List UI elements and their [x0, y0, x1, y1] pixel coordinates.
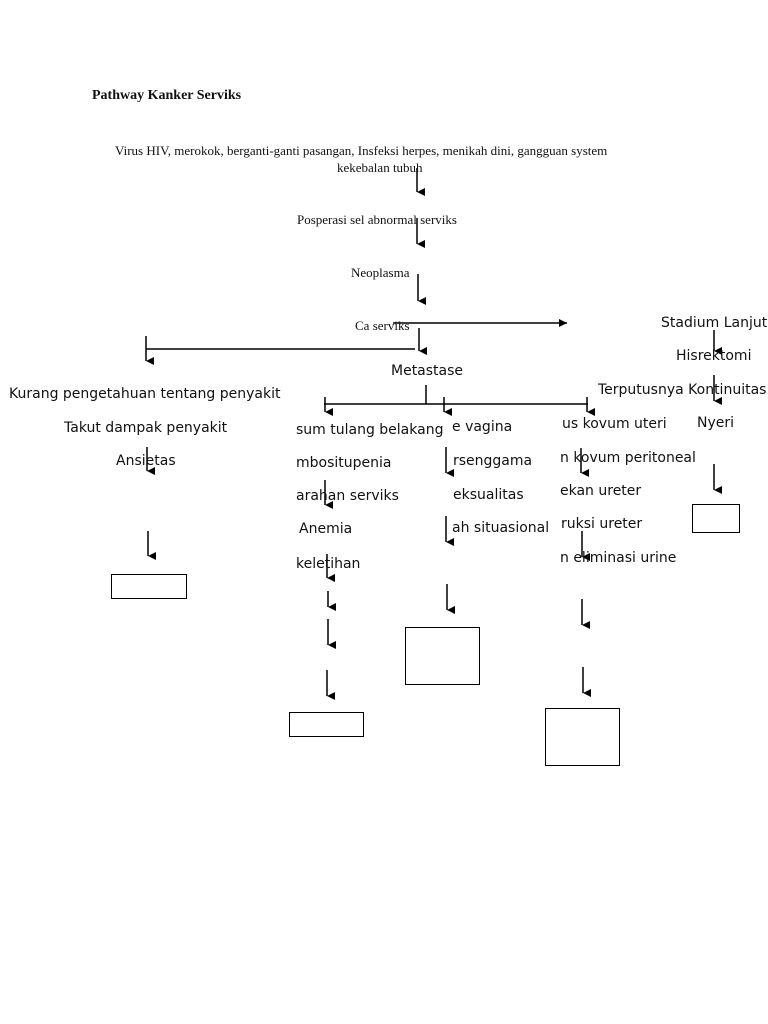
diagnosis-box-ansietas: [111, 574, 187, 599]
node-takut-dampak: Takut dampak penyakit: [64, 420, 228, 436]
node-metastase: Metastase: [391, 363, 464, 379]
node-ca-serviks: Ca serviks: [355, 318, 410, 333]
causes-line-2: kekebalan tubuh: [337, 160, 423, 175]
pathway-title: Pathway Kanker Serviks: [92, 88, 242, 103]
node-nyeri: Nyeri: [697, 415, 735, 431]
node-col1-5: keletihan: [296, 556, 361, 572]
node-col3-2: n kovum peritoneal: [560, 450, 696, 466]
node-ansietas: Ansietas: [116, 453, 176, 469]
diagnosis-box-nyeri: [692, 504, 740, 533]
node-col2-3: eksualitas: [453, 487, 524, 503]
diagnosis-box-col2: [405, 627, 480, 685]
node-col1-2: mbositupenia: [296, 455, 392, 471]
diagnosis-box-col1: [289, 712, 364, 737]
diagnosis-box-col3: [545, 708, 620, 766]
node-proliferasi: Posperasi sel abnormal serviks: [297, 212, 457, 227]
node-neoplasma: Neoplasma: [351, 265, 410, 280]
node-col1-4: Anemia: [299, 521, 353, 537]
node-terputusnya-kontinuitas: Terputusnya Kontinuitas: [598, 382, 767, 398]
node-col3-3: ekan ureter: [560, 483, 642, 499]
node-col3-4: ruksi ureter: [561, 516, 643, 532]
node-col1-3: arahan serviks: [296, 488, 399, 504]
node-col3-5: n eliminasi urine: [560, 550, 677, 566]
node-col2-1: e vagina: [452, 419, 513, 435]
node-col2-4: ah situasional: [452, 520, 550, 536]
node-col2-2: rsenggama: [453, 453, 533, 469]
causes-line-1: Virus HIV, merokok, berganti-ganti pasan…: [115, 143, 608, 158]
node-stadium-lanjut: Stadium Lanjut: [661, 315, 768, 331]
node-col3-1: us kovum uteri: [562, 416, 667, 432]
node-col1-1: sum tulang belakang: [296, 422, 444, 438]
node-hisrektomi: Hisrektomi: [676, 348, 752, 364]
node-kurang-pengetahuan: Kurang pengetahuan tentang penyakit: [9, 386, 281, 402]
